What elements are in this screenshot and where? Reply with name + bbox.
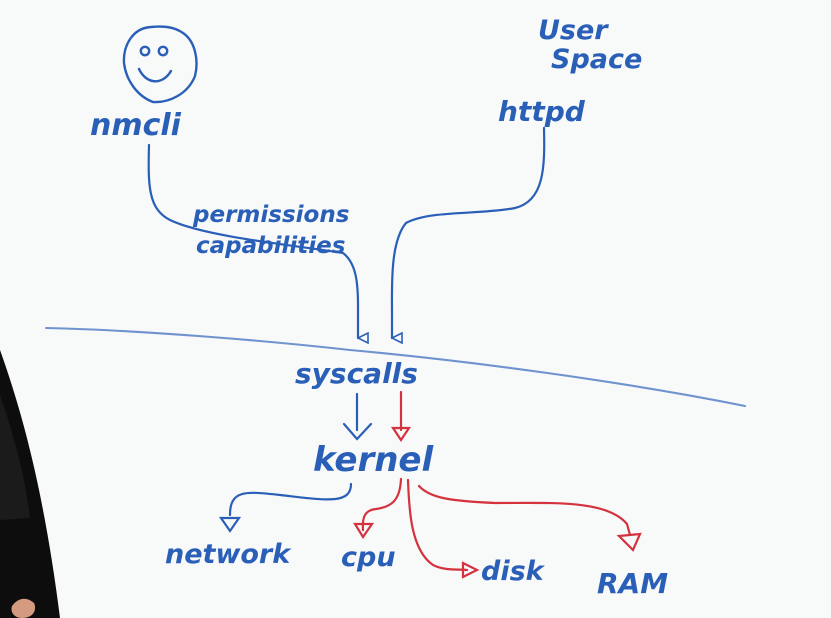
permissions-label: permissions (192, 202, 349, 228)
person-silhouette (0, 350, 60, 618)
ram-label: RAM (597, 567, 668, 600)
network-label: network (165, 539, 292, 570)
disk-label: disk (481, 556, 546, 587)
kernel-label: kernel (313, 440, 434, 480)
user-kernel-boundary-line (44, 326, 747, 408)
user-space-label-line1: User (538, 15, 609, 46)
capabilities-label: capabilities (196, 233, 345, 259)
user-to-syscall-arrows (147, 126, 546, 338)
kernel-resource-arrows (218, 477, 642, 579)
httpd-label: httpd (498, 95, 586, 128)
smiley-face-icon (122, 25, 198, 104)
syscall-to-kernel-arrows (342, 390, 412, 442)
cpu-label: cpu (341, 542, 396, 573)
user-space-label-line2: Space (551, 44, 642, 75)
syscalls-label: syscalls (295, 357, 418, 390)
nmcli-label: nmcli (90, 108, 182, 143)
